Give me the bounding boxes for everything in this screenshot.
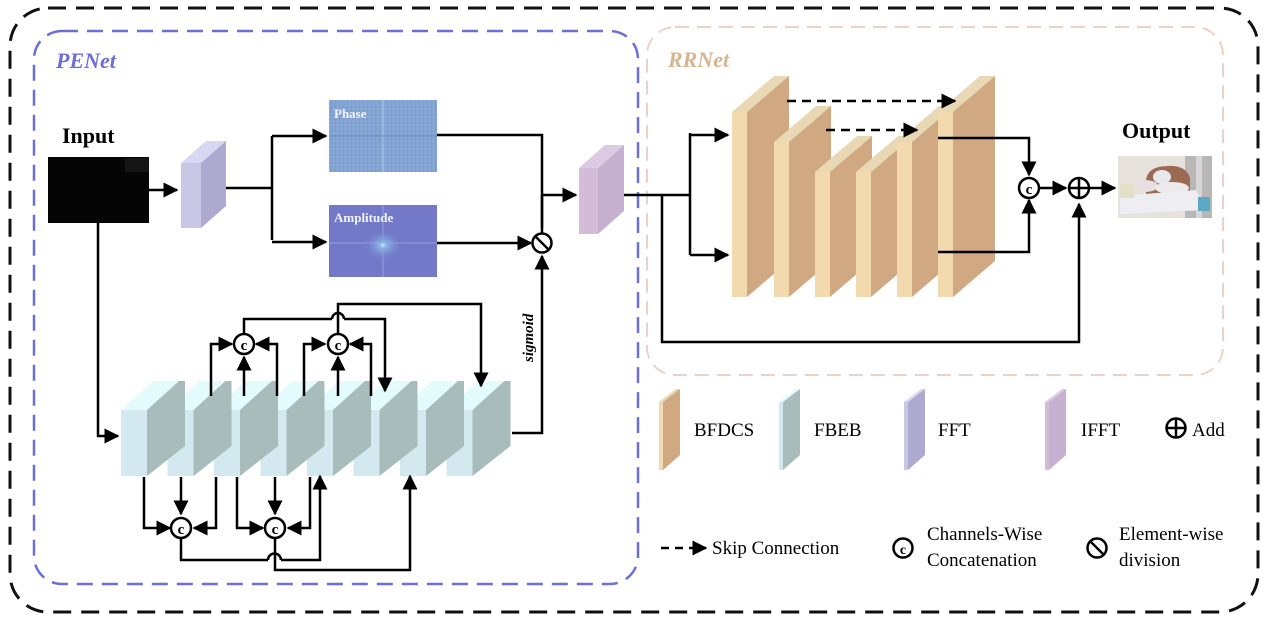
legend-division-icon bbox=[1086, 537, 1108, 559]
penet-title: PENet bbox=[55, 48, 117, 73]
arrow-residual bbox=[660, 195, 1087, 344]
svg-text:c: c bbox=[900, 543, 906, 558]
rrnet-frame bbox=[646, 26, 1224, 376]
rrnet-title: RRNet bbox=[667, 47, 730, 72]
legend-swatch-bfdcs bbox=[659, 389, 680, 470]
bfdcs-stack bbox=[732, 76, 995, 297]
input-label: Input bbox=[62, 123, 115, 148]
legend-label-concat-1: Channels-Wise bbox=[927, 524, 1042, 545]
legend-label-ifft: IFFT bbox=[1081, 420, 1120, 441]
legend-label-add: Add bbox=[1192, 420, 1225, 441]
legend-label-skip: Skip Connection bbox=[712, 538, 840, 559]
output-label: Output bbox=[1122, 118, 1191, 143]
concat-bottom-1: c bbox=[169, 516, 193, 540]
amplitude-label: Amplitude bbox=[334, 210, 393, 225]
concat-rrnet: c bbox=[1017, 176, 1041, 200]
svg-text:c: c bbox=[1026, 182, 1033, 198]
line-phase-merge bbox=[437, 133, 544, 228]
amplitude-image bbox=[329, 205, 437, 277]
fbeb-bottom-connections bbox=[142, 474, 418, 572]
legend-swatch-fbeb bbox=[779, 389, 800, 470]
legend bbox=[659, 389, 1066, 470]
fbeb-block bbox=[446, 381, 511, 476]
svg-text:c: c bbox=[241, 338, 248, 354]
legend-label-fft: FFT bbox=[938, 420, 971, 441]
add-symbol bbox=[1067, 176, 1091, 200]
input-image-detail bbox=[125, 158, 149, 172]
legend-swatch-ifft bbox=[1045, 389, 1066, 470]
concat-top-2: c bbox=[326, 332, 350, 356]
legend-swatch-fft bbox=[904, 389, 925, 470]
phase-image bbox=[329, 100, 437, 172]
svg-text:c: c bbox=[272, 522, 279, 538]
concat-bottom-2: c bbox=[263, 516, 287, 540]
legend-label-concat-2: Concatenation bbox=[927, 550, 1037, 571]
legend-label-fbeb: FBEB bbox=[814, 420, 862, 441]
svg-text:c: c bbox=[335, 338, 342, 354]
legend-concat-icon: c bbox=[892, 537, 914, 559]
ifft-block bbox=[579, 145, 624, 234]
arrow-sigmoid bbox=[512, 254, 550, 435]
sigmoid-label: sigmoid bbox=[521, 313, 537, 363]
fft-block bbox=[181, 141, 226, 228]
legend-label-bfdcs: BFDCS bbox=[694, 420, 754, 441]
outer-frame bbox=[8, 6, 1260, 614]
svg-text:c: c bbox=[178, 522, 185, 538]
fbeb-stack bbox=[121, 381, 511, 476]
concat-top-1: c bbox=[232, 332, 256, 356]
arrow-input-fbeb bbox=[96, 223, 120, 444]
arrow-rrnet-out-bottom bbox=[938, 198, 1037, 254]
penet-frame bbox=[32, 29, 640, 586]
legend-label-division-1: Element-wise bbox=[1119, 524, 1223, 545]
arrow-rrnet-out-top bbox=[938, 136, 1037, 177]
phase-label: Phase bbox=[334, 106, 367, 121]
division-symbol bbox=[531, 232, 553, 254]
output-image bbox=[1118, 156, 1212, 218]
bfdcs-block bbox=[938, 76, 995, 297]
fbeb-top-connections bbox=[209, 302, 489, 396]
legend-label-division-2: division bbox=[1119, 550, 1181, 571]
fbeb-block bbox=[121, 381, 185, 476]
legend-add-icon bbox=[1165, 417, 1187, 439]
